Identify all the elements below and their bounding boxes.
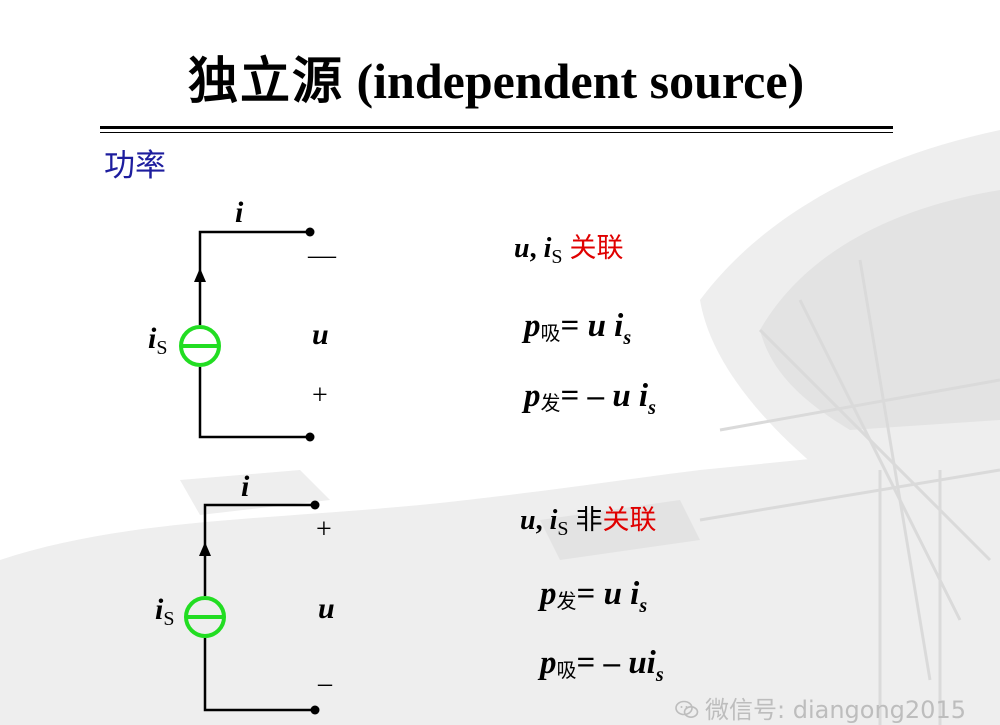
title-rule-thick <box>100 126 893 129</box>
circuit-1-relation: u, iS 关联 <box>514 233 624 268</box>
circuit-2-terminal-bottom <box>310 705 320 715</box>
circuit-2-source-label: iS <box>155 593 175 630</box>
circuit-1-terminal-top <box>305 227 315 237</box>
watermark: 微信号: diangong2015 <box>675 690 966 725</box>
circuit-2-top-sign: + <box>316 514 332 545</box>
circuit-2-absorbed-power-eq: p吸= – uis <box>540 645 664 686</box>
circuit-1-bottom-sign: + <box>312 380 328 411</box>
circuit-1-terminal-bottom <box>305 432 315 442</box>
circuit-1-delivered-power-eq: p发= – u is <box>524 378 656 419</box>
watermark-text: 微信号: diangong2015 <box>705 696 966 724</box>
circuit-2-voltage-label: u <box>318 592 335 625</box>
section-heading: 功率 <box>104 148 166 184</box>
circuit-1-current-source <box>179 325 221 367</box>
circuit-2-delivered-power-eq: p发= u is <box>540 576 648 617</box>
circuit-2-wires <box>203 503 315 712</box>
title-rule-thin <box>100 132 893 133</box>
circuit-2-current-source <box>184 596 226 638</box>
circuit-2-current-arrow <box>199 542 211 556</box>
circuit-2-terminal-top <box>310 500 320 510</box>
circuit-1-wires <box>198 230 310 439</box>
circuit-2-relation: u, iS 非关联 <box>520 505 657 540</box>
circuit-1-source-label: iS <box>148 322 168 359</box>
circuit-1-top-sign: — <box>308 240 336 271</box>
circuit-2-bottom-sign: – <box>318 668 332 699</box>
circuit-1-current-label: i <box>235 196 244 229</box>
circuit-1-absorbed-power-eq: p吸= u is <box>524 308 632 349</box>
circuit-1-voltage-label: u <box>312 318 329 351</box>
circuit-1-current-arrow <box>194 268 206 282</box>
slide-title: 独立源 (independent source) <box>188 56 804 106</box>
title-english: (independent source) <box>356 53 805 109</box>
wechat-icon <box>675 700 699 718</box>
circuit-2-current-label: i <box>241 470 250 503</box>
title-chinese: 独立源 <box>188 52 344 110</box>
